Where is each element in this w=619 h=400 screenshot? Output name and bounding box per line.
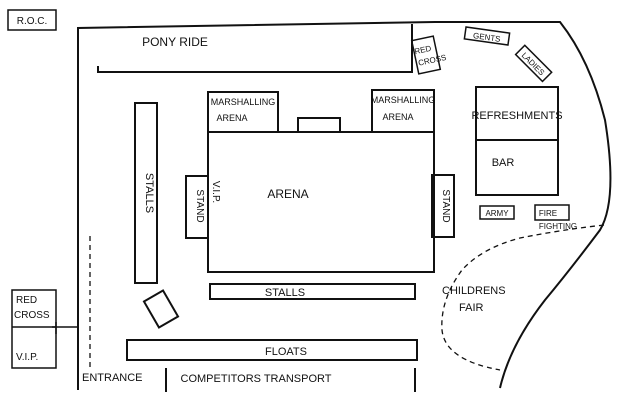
fire-label-2: FIGHTING [539, 222, 577, 231]
stalls-horizontal [209, 283, 416, 300]
red-cross-top-label-2: CROSS [417, 53, 447, 68]
vip-stand-label-1: V.I.P. [210, 181, 221, 203]
fire-label-1: FIRE [539, 209, 557, 218]
stalls-horizontal-label: STALLS [265, 287, 305, 299]
red-cross-top-box [410, 35, 442, 75]
pony-ride-fence [97, 24, 413, 73]
vip-left-label: V.I.P. [16, 352, 38, 363]
arena-label: ARENA [267, 187, 308, 201]
army-box [479, 205, 515, 220]
childrens-fair-boundary [441, 224, 605, 371]
floats-label: FLOATS [265, 346, 307, 358]
childrens-fair-label-2: FAIR [459, 302, 484, 314]
vip-stand [185, 175, 209, 239]
red-cross-top-label-1: RED [414, 44, 433, 56]
bar-label: BAR [492, 157, 515, 169]
main-arena [207, 131, 435, 273]
refreshments-label: REFRESHMENTS [471, 110, 562, 122]
fire-fighting-box [534, 204, 570, 221]
red-cross-left-label-1: RED [16, 295, 37, 306]
pony-ride-label: PONY RIDE [142, 35, 208, 49]
marshalling-left-label-2: ARENA [216, 113, 247, 123]
stalls-vertical-label: STALLS [143, 173, 155, 213]
vip-stand-label-2: STAND [194, 189, 205, 222]
gents-label: GENTS [473, 31, 502, 44]
ladies-label: LADIES [520, 51, 546, 77]
marshalling-left-label-1: MARSHALLING [211, 97, 276, 107]
stand-right-label: STAND [440, 189, 451, 222]
roc-box [7, 9, 57, 31]
judges-box [297, 117, 341, 133]
ladies-box [514, 44, 553, 83]
childrens-fair-label-1: CHILDRENS [442, 285, 506, 297]
stand-right [431, 174, 455, 238]
marshalling-right-label-1: MARSHALLING [371, 95, 436, 105]
red-cross-left-label-2: CROSS [14, 310, 50, 321]
gents-box [463, 26, 511, 46]
marshalling-right-label-2: ARENA [382, 112, 413, 122]
roc-label: R.O.C. [17, 16, 48, 27]
competitors-transport-label: COMPETITORS TRANSPORT [181, 373, 332, 385]
ground-boundary [77, 21, 612, 390]
stalls-vertical [134, 102, 158, 284]
floats-area [126, 339, 418, 361]
small-hut [142, 289, 180, 329]
army-label: ARMY [485, 209, 509, 218]
entrance-label: ENTRANCE [82, 372, 143, 384]
